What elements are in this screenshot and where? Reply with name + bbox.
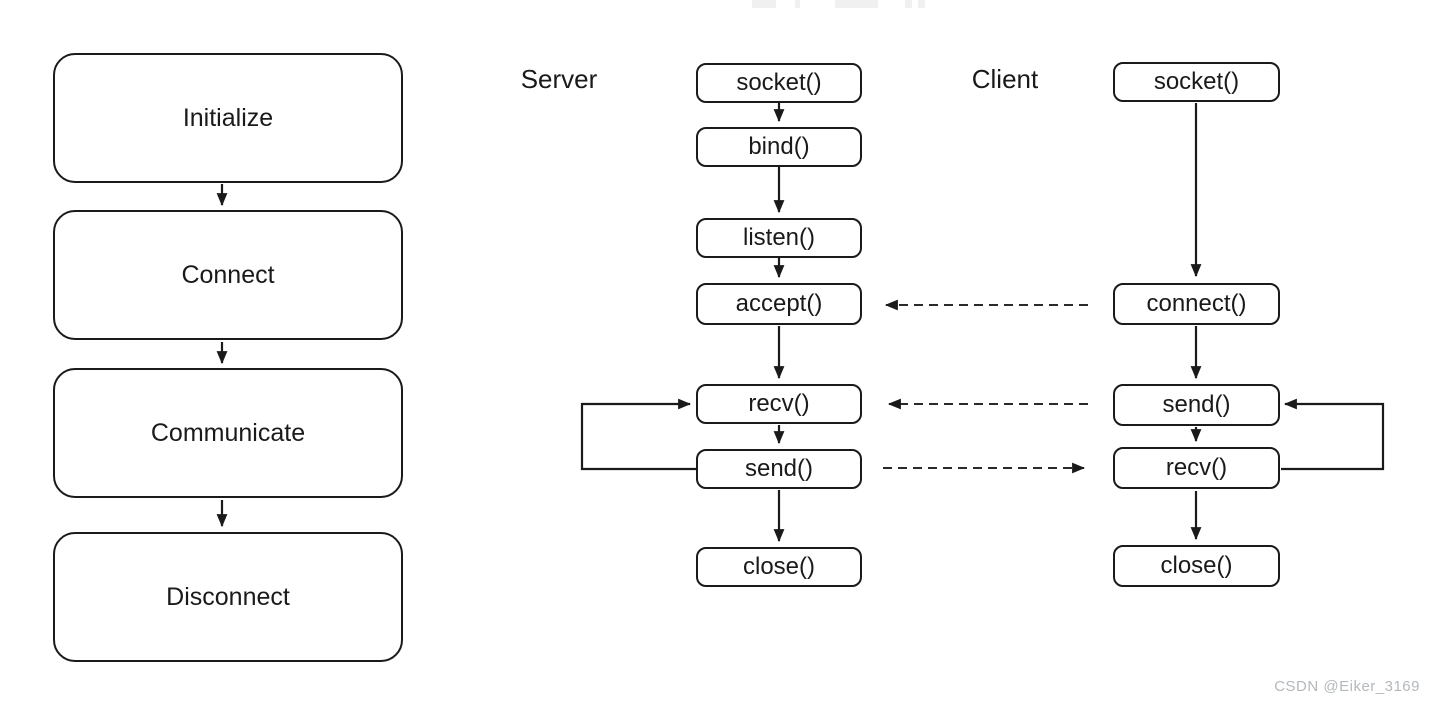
cropped-title-fragment [905, 0, 912, 8]
stage-communicate: Communicate [53, 368, 403, 498]
server-step-accept: accept() [696, 283, 862, 325]
client-step-close: close() [1113, 545, 1280, 587]
server-step-recv: recv() [696, 384, 862, 424]
server-step-socket: socket() [696, 63, 862, 103]
client-label: Client [971, 64, 1039, 94]
client-step-send: send() [1113, 384, 1280, 426]
client-step-connect: connect() [1113, 283, 1280, 325]
cropped-title-fragment [752, 0, 776, 8]
client-step-recv: recv() [1113, 447, 1280, 489]
server-step-close: close() [696, 547, 862, 587]
cropped-title-fragment [835, 0, 878, 8]
stage-connect: Connect [53, 210, 403, 340]
server-label: Server [520, 64, 598, 94]
server-loop-arrow [580, 398, 696, 471]
stage-initialize: Initialize [53, 53, 403, 183]
csdn-watermark: CSDN @Eiker_3169 [1274, 678, 1420, 695]
server-step-bind: bind() [696, 127, 862, 167]
client-step-socket: socket() [1113, 62, 1280, 102]
stage-disconnect: Disconnect [53, 532, 403, 662]
cropped-title-fragment [795, 0, 800, 8]
server-step-send: send() [696, 449, 862, 489]
server-step-listen: listen() [696, 218, 862, 258]
cropped-title-fragment [918, 0, 925, 8]
client-loop-arrow [1281, 398, 1385, 471]
